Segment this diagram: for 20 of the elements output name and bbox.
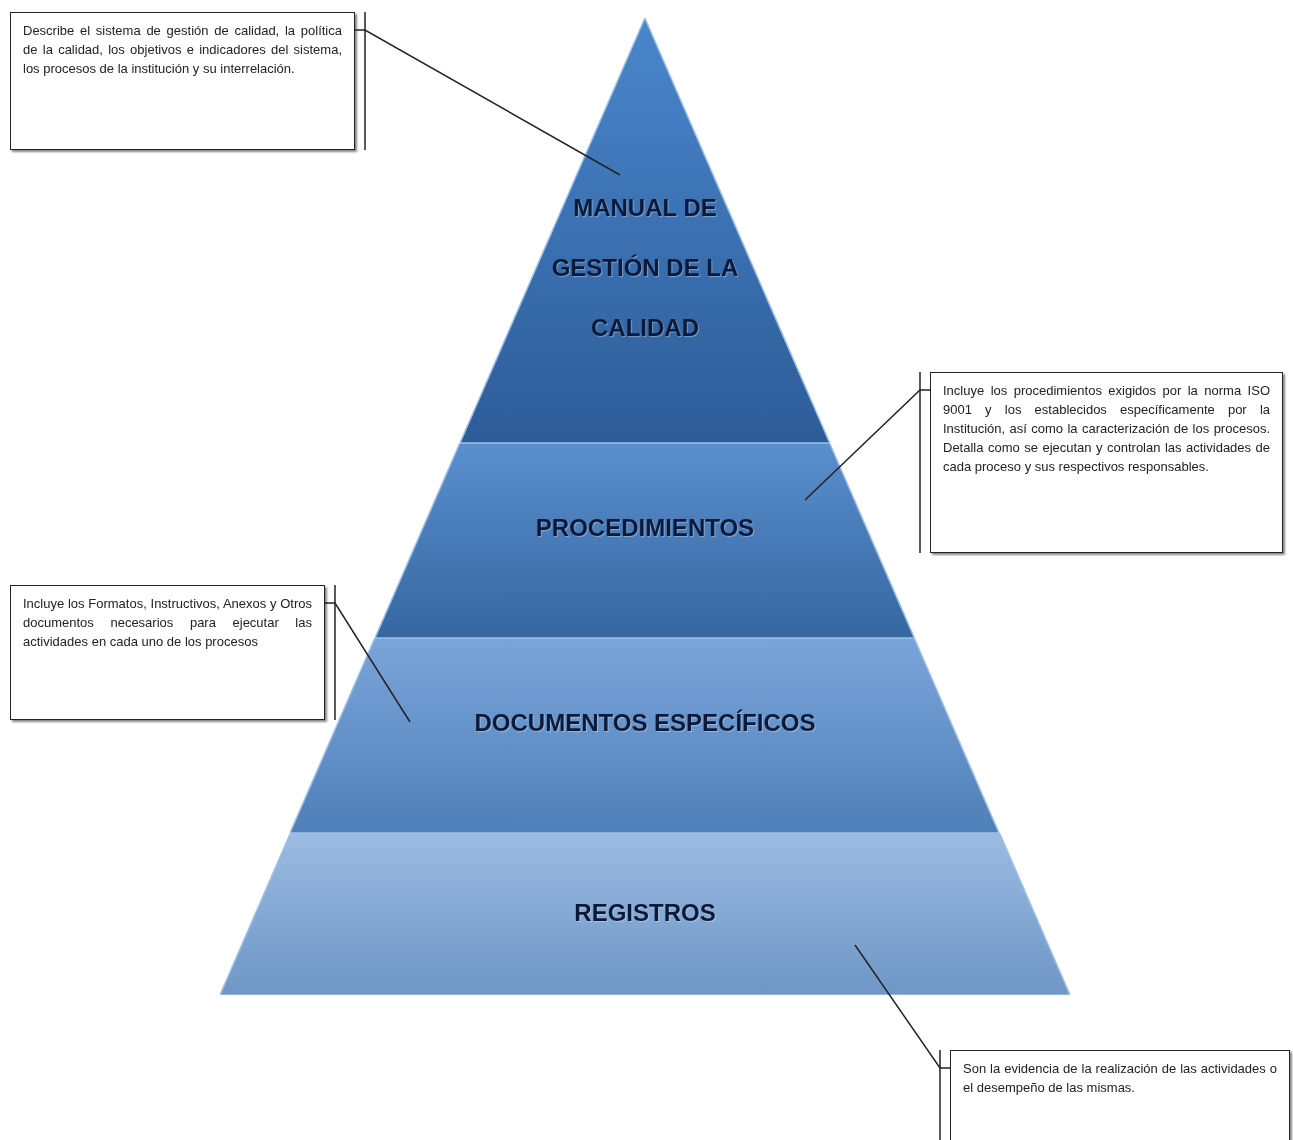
callout-text: Son la evidencia de la realización de las actividades o el desempeño de las mismas. [963, 1060, 1277, 1097]
level-title: MANUAL DE GESTIÓN DE LA CALIDAD [550, 193, 740, 343]
pyramid-level [290, 638, 1000, 833]
callout-text: Incluye los Formatos, Instructivos, Anexos y Otros documentos necesarios para ejecutar las actividades en cada uno de los procesos [23, 595, 312, 651]
leader-line [804, 389, 931, 501]
leader-line [324, 602, 411, 723]
callout-box [10, 12, 355, 150]
level-title: PROCEDIMIENTOS [535, 513, 755, 543]
callout-box [10, 585, 325, 720]
leader-line [354, 29, 621, 176]
pyramid-level [375, 443, 915, 638]
callout-box [930, 372, 1283, 553]
callout-text: Incluye los procedimientos exigidos por la norma ISO 9001 y los establecidos específicamente por la Institución, así como la caracterización de los procesos. Detalla como se ejecutan y controlan las actividades de cada proceso y sus respectivos responsables. [943, 382, 1270, 476]
callout-box [950, 1050, 1290, 1140]
pyramid-level [460, 18, 830, 443]
level-title: REGISTROS [574, 898, 716, 928]
leader-line [854, 944, 951, 1069]
callout-text: Describe el sistema de gestión de calidad, la política de la calidad, los objetivos e indicadores del sistema, los procesos de la institución y su interrelación. [23, 22, 342, 78]
pyramid-level [220, 833, 1070, 995]
level-title: DOCUMENTOS ESPECÍFICOS [474, 708, 816, 738]
